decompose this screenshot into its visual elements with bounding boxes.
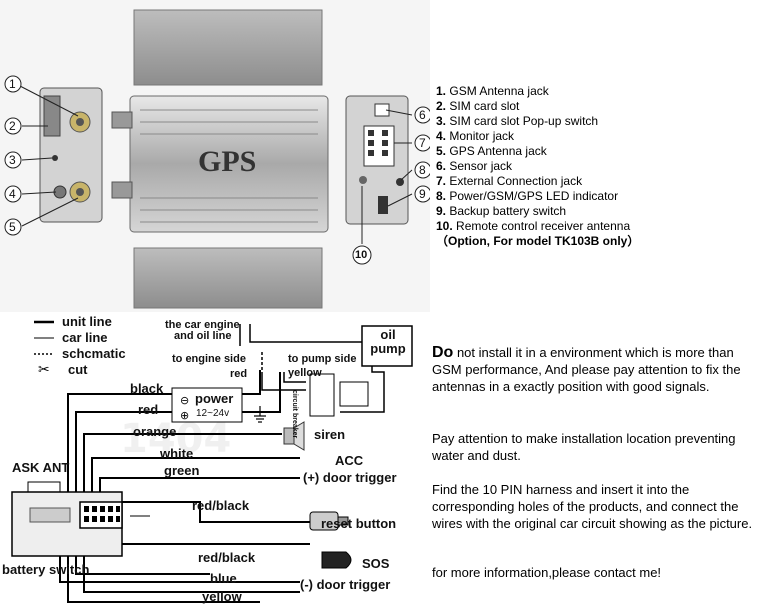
svg-text:⊕: ⊕ — [180, 409, 189, 422]
parts-legend-item: 2. SIM card slot — [436, 99, 520, 113]
install-note-3: Find the 10 PIN harness and insert it in… — [432, 482, 753, 531]
parts-legend-note: （Option, For model TK103B only） — [436, 234, 640, 248]
device-body — [129, 95, 329, 233]
left-end-panel — [39, 87, 103, 223]
legend-cut: cut — [68, 362, 88, 377]
wire-label-red-top: red — [230, 368, 248, 380]
device-bottom-cap — [133, 247, 323, 309]
label-oil-line: and oil line — [174, 330, 232, 342]
install-note-1: Do not install it in a environment which… — [432, 344, 741, 394]
wire-label-red-black-1: red/black — [192, 498, 250, 513]
parts-legend-item: 8. Power/GSM/GPS LED indicator — [436, 189, 619, 203]
parts-legend-item: 7. External Connection jack — [436, 174, 583, 188]
label-car-engine: the car engine — [165, 319, 240, 331]
wire-label-orange: orange — [133, 424, 177, 439]
callout-1: 1 — [9, 77, 16, 91]
wire-label-red-black-2: red/black — [198, 550, 256, 565]
door-trigger-positive-label: (+) door trigger — [303, 470, 397, 485]
parts-legend-item: 1. GSM Antenna jack — [436, 84, 549, 98]
siren-label: siren — [314, 427, 346, 442]
callout-6: 6 — [419, 108, 426, 122]
battery-switch-label: battery switch — [2, 562, 90, 577]
callout-3: 3 — [9, 153, 16, 167]
sos-label: SOS — [362, 556, 390, 571]
legend-car-line: car line — [62, 330, 108, 345]
parts-legend-item: 3. SIM card slot Pop-up switch — [436, 114, 599, 128]
wire-label-yellow-top: yellow — [288, 367, 322, 379]
callout-9: 9 — [419, 187, 426, 201]
device-label: GPS — [198, 145, 257, 178]
label-to-pump-side: to pump side — [288, 353, 357, 365]
legend-unit-line: unit line — [62, 314, 112, 329]
svg-text:⊖: ⊖ — [180, 394, 189, 407]
wire-label-green: green — [164, 463, 200, 478]
legend-schematic: schcmatic — [62, 346, 126, 361]
callout-4: 4 — [9, 187, 16, 201]
wiring-diagram: ✂ ⊖ ⊕ — [11, 320, 413, 603]
wire-label-blue: blue — [210, 571, 237, 586]
product-illustration — [0, 0, 430, 312]
wire-label-yellow: yellow — [202, 589, 242, 604]
door-trigger-negative-label: (-) door trigger — [300, 577, 391, 592]
acc-label: ACC — [335, 453, 364, 468]
ask-ant-label: ASK ANT — [12, 460, 70, 475]
callout-2: 2 — [9, 119, 16, 133]
callout-8: 8 — [419, 163, 426, 177]
power-label: power — [195, 391, 234, 406]
parts-legend-item: 5. GPS Antenna jack — [436, 144, 547, 158]
parts-legend-item: 10. Remote control receiver antenna — [436, 219, 631, 233]
parts-legend-item: 6. Sensor jack — [436, 159, 513, 173]
label-circuit-breaker: circuit breaker — [291, 390, 298, 439]
callout-7: 7 — [419, 136, 426, 150]
callout-5: 5 — [9, 220, 16, 234]
wire-label-white: white — [160, 446, 194, 461]
parts-legend: 1. GSM Antenna jack 2. SIM card slot 3. … — [436, 84, 756, 249]
label-to-engine-side: to engine side — [172, 353, 246, 365]
callout-10: 10 — [355, 249, 368, 261]
parts-legend-item: 4. Monitor jack — [436, 129, 515, 143]
install-note-2: Pay attention to make installation locat… — [432, 431, 736, 463]
svg-text:✂: ✂ — [38, 362, 50, 378]
device-top-cap — [133, 9, 323, 86]
right-end-panel — [345, 95, 409, 225]
reset-button-label: reset button — [321, 516, 397, 531]
wire-label-red: red — [138, 402, 159, 417]
parts-legend-item: 9. Backup battery switch — [436, 204, 567, 218]
wire-label-black: black — [130, 381, 164, 396]
svg-text:1404: 1404 — [120, 416, 231, 462]
install-note-4: for more information,please contact me! — [432, 565, 662, 580]
power-voltage: 12~24v — [196, 408, 230, 419]
